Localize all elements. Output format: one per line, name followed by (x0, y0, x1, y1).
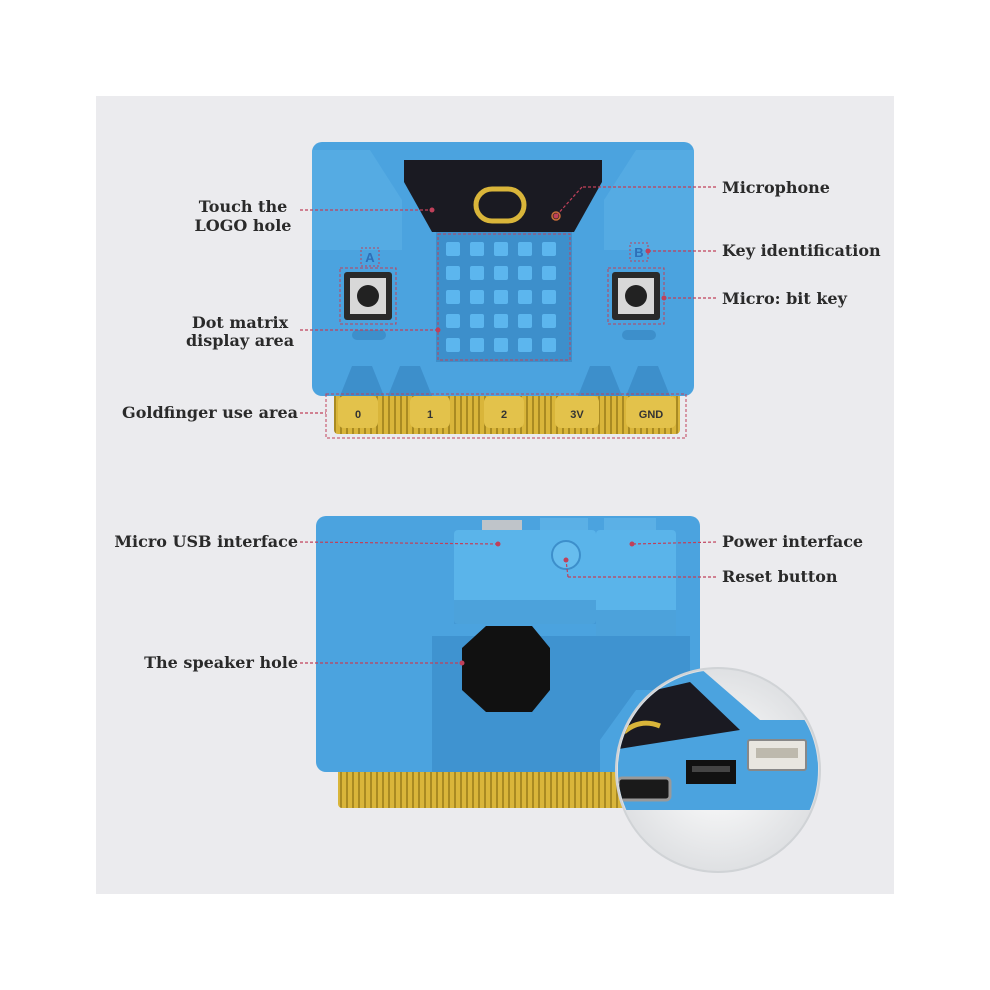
led-matrix (436, 232, 572, 362)
label-dot-matrix: Dot matrix display area (176, 314, 304, 350)
led-cell (518, 266, 532, 280)
port-zoom-inset (615, 667, 821, 873)
label-microbit-key: Micro: bit key (722, 289, 847, 308)
led-cell (518, 314, 532, 328)
front-view: 0 1 2 3V GND A B (312, 142, 694, 439)
key-b-label: B (634, 245, 643, 260)
pin-label-gnd: GND (639, 409, 664, 421)
leader-lines (299, 186, 717, 664)
speaker-hole-icon (462, 626, 550, 712)
label-power-interface: Power interface (722, 532, 864, 551)
led-cell (446, 266, 460, 280)
led-cell (446, 314, 460, 328)
led-cell (542, 314, 556, 328)
label-reset-button: Reset button (722, 567, 838, 586)
led-cell (470, 242, 484, 256)
led-cell (542, 290, 556, 304)
goldfinger-connector: 0 1 2 3V GND (334, 392, 680, 434)
label-micro-usb: Micro USB interface (114, 532, 298, 551)
leader-endpoints (429, 207, 667, 666)
led-cell (542, 266, 556, 280)
pin-label-1: 1 (427, 409, 433, 421)
pin-label-0: 0 (355, 409, 361, 421)
led-cell (494, 242, 508, 256)
led-cell (518, 290, 532, 304)
button-a-icon (344, 272, 392, 320)
led-cell (446, 242, 460, 256)
led-cell (518, 338, 532, 352)
led-cell (494, 266, 508, 280)
led-cell (446, 290, 460, 304)
pin-label-2: 2 (501, 409, 507, 421)
led-cell (446, 338, 460, 352)
label-key-identification: Key identification (722, 241, 881, 260)
reset-button-icon (551, 540, 581, 570)
zoom-usb-port-icon (618, 776, 672, 802)
label-logo-hole-text: Touch the LOGO hole (194, 197, 292, 235)
label-dot-matrix-text: Dot matrix display area (185, 313, 295, 350)
pin-label-3v: 3V (570, 409, 584, 421)
led-cell (494, 290, 508, 304)
logo-touch-icon (473, 186, 527, 224)
led-cell (470, 338, 484, 352)
label-goldfinger: Goldfinger use area (122, 403, 298, 422)
key-a-label: A (365, 250, 375, 265)
led-cell (470, 314, 484, 328)
back-view (316, 516, 821, 873)
button-b-icon (612, 272, 660, 320)
led-cell (494, 314, 508, 328)
led-cell (542, 242, 556, 256)
label-speaker-hole: The speaker hole (144, 653, 298, 672)
led-cell (542, 338, 556, 352)
led-cell (470, 290, 484, 304)
label-microphone: Microphone (722, 178, 830, 197)
led-cell (518, 242, 532, 256)
led-cell (470, 266, 484, 280)
label-logo-hole: Touch the LOGO hole (188, 197, 298, 235)
led-cell (494, 338, 508, 352)
